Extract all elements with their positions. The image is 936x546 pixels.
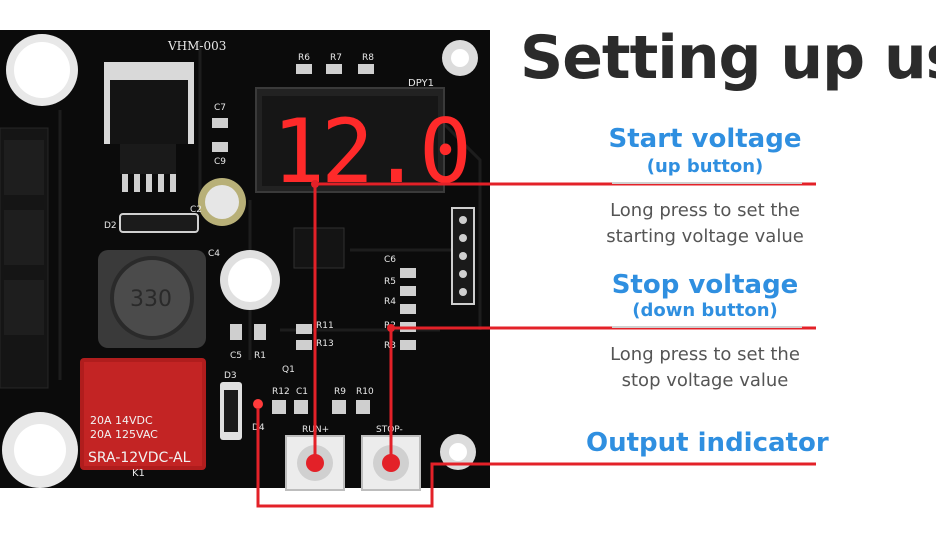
- capacitor-top-left-icon: [6, 34, 78, 106]
- page-heading: Setting up use: [520, 23, 936, 93]
- relay-line-3: SRA-12VDC-AL: [88, 450, 191, 466]
- relay-line-1: 20A 14VDC: [90, 414, 153, 427]
- start-voltage-subtitle: (up button): [646, 156, 764, 177]
- pcb-silkscreen-label: D2: [104, 221, 117, 231]
- pcb-silkscreen-label: R13: [316, 339, 334, 349]
- output-indicator-title: Output indicator: [586, 428, 829, 458]
- capacitor-c2-icon: [198, 178, 246, 226]
- start-voltage-underline: [612, 182, 802, 184]
- pcb-silkscreen-label: C6: [384, 255, 396, 265]
- pcb-silkscreen-label: R12: [272, 387, 290, 397]
- pcb-silkscreen-label: R6: [298, 53, 310, 63]
- model-label: VHM-003: [167, 39, 226, 53]
- inductor-label: 330: [130, 287, 172, 312]
- capacitor-c4-icon: [220, 250, 280, 310]
- pcb-silkscreen-label: Q1: [282, 365, 295, 375]
- pcb-silkscreen-label: R4: [384, 297, 396, 307]
- seven-segment-display-icon: [255, 87, 445, 193]
- pcb-silkscreen-label: R8: [362, 53, 374, 63]
- mounting-hole-top-right-icon: [442, 40, 478, 76]
- pcb-silkscreen-label: R1: [254, 351, 266, 361]
- stop-voltage-underline: [612, 326, 802, 328]
- inductor-icon: [98, 250, 206, 348]
- stop-voltage-subtitle: (down button): [632, 300, 778, 321]
- display-label: DPY1: [408, 78, 434, 89]
- display-value: 12.0: [272, 100, 468, 203]
- pcb-silkscreen-label: D3: [224, 371, 237, 381]
- pcb-silkscreen-label: C7: [214, 103, 226, 113]
- pcb-silkscreen-label: C1: [296, 387, 308, 397]
- pcb-silkscreen-label: C5: [230, 351, 242, 361]
- start-voltage-desc-2: starting voltage value: [606, 226, 804, 247]
- stop-voltage-desc-2: stop voltage value: [621, 370, 789, 391]
- pcb-silkscreen-label: C9: [214, 157, 226, 167]
- stop-voltage-desc-1: Long press to set the: [610, 344, 800, 365]
- pin-header-icon: [451, 207, 475, 305]
- pcb-silkscreen-label: C2: [190, 205, 202, 215]
- capacitor-bottom-left-icon: [2, 412, 78, 488]
- relay-ref: K1: [132, 468, 145, 479]
- pcb-silkscreen-label: R10: [356, 387, 374, 397]
- pcb-silkscreen-label: R5: [384, 277, 396, 287]
- pcb-silkscreen-label: C4: [208, 249, 220, 259]
- pcb-silkscreen-label: R11: [316, 321, 334, 331]
- button-stop-label: STOP-: [376, 425, 403, 435]
- relay-line-2: 20A 125VAC: [90, 428, 158, 441]
- stop-voltage-title: Stop voltage: [611, 270, 799, 300]
- mounting-hole-bottom-right-icon: [440, 434, 476, 470]
- start-voltage-desc-1: Long press to set the: [610, 200, 800, 221]
- regulator-chip-icon: [104, 62, 194, 192]
- pcb-silkscreen-label: R7: [330, 53, 342, 63]
- pcb-silkscreen-label: R9: [334, 387, 346, 397]
- relay-icon: [80, 358, 206, 470]
- output-led-icon: [253, 399, 263, 409]
- start-voltage-title: Start voltage: [608, 124, 802, 154]
